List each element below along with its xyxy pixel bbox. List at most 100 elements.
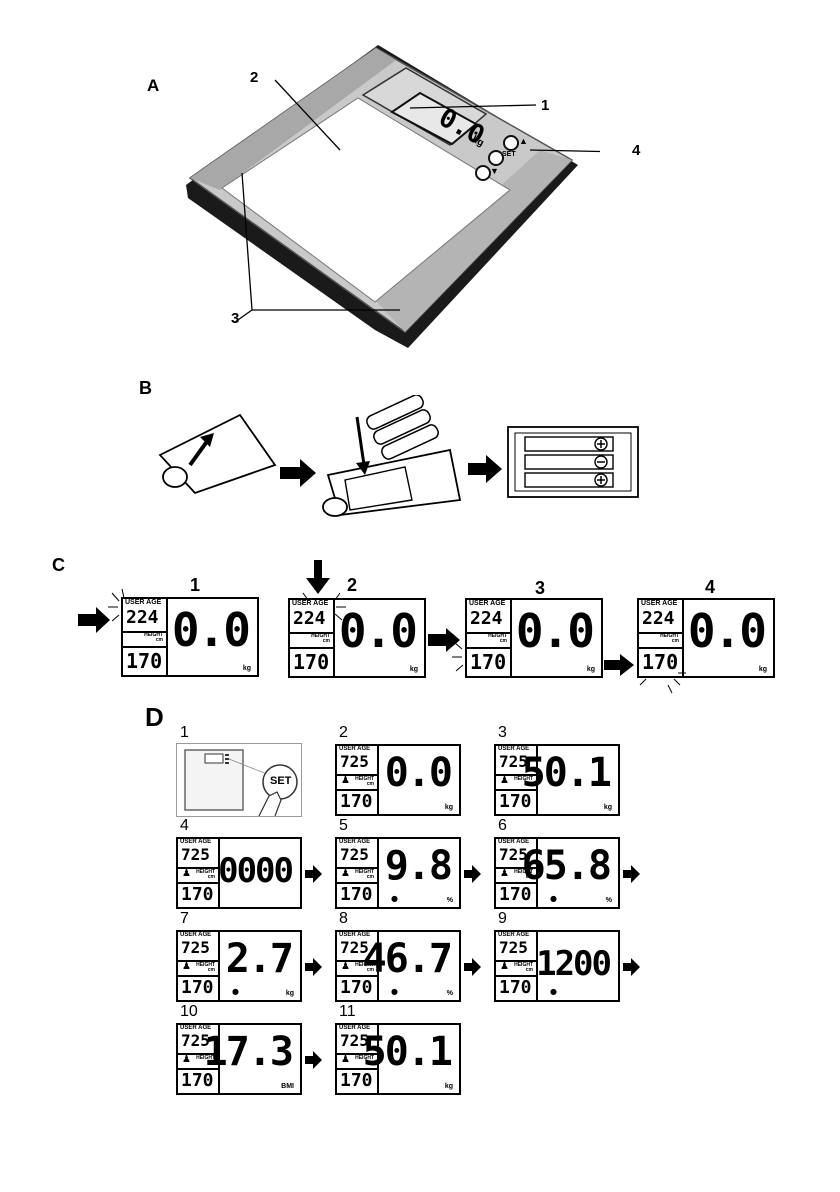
next-arrow-icon [464,865,481,883]
lcd-label-cm: cm [366,967,374,973]
lcd-label-height: HEIGHT [196,1055,215,1061]
lcd-header: USER AGE [180,1025,211,1031]
lcd-user-value: 7 [181,1031,191,1050]
lcd-label-user: USER [180,932,197,938]
lcd-main-value: 17.3 [203,1029,294,1075]
lcd-label-age: AGE [662,600,678,607]
lcd-label-cm: cm [155,637,163,643]
lcd-main-value: 1200 [536,944,612,984]
lcd-divider [178,960,218,962]
lcd-height-value: 170 [340,791,373,812]
lcd-label-height: HEIGHT [355,776,374,782]
lcd-unit: kg [586,666,595,673]
lcd-height-value: 170 [293,650,330,674]
lcd-label-height: HEIGHT [514,962,533,968]
lcd-divider [178,867,218,869]
lcd-divider [496,867,536,869]
lcd-user-value: 7 [499,845,509,864]
lcd-divider [178,1068,218,1070]
lcd-label-height: HEIGHT [196,869,215,875]
lcd-user-value: 2 [642,608,653,629]
lcd-age-value: 25 [190,1031,210,1050]
d-step-10-num: 10 [180,1003,198,1020]
next-arrow-icon [623,865,640,883]
lcd-user-age: 725 [499,845,528,864]
c-step-1-num: 1 [190,575,201,595]
scale-button-up: ▲ [519,136,528,146]
bathroom-scale-illustration [186,45,600,348]
lcd-label-height: HEIGHT [144,632,163,638]
lcd-label-age: AGE [490,600,506,607]
lcd-main-value: 9.8 [384,843,453,889]
lcd-unit: % [446,897,453,904]
lcd-label-user: USER [339,746,356,752]
lcd-label-age: AGE [146,599,162,606]
next-arrow-icon [623,958,640,976]
lcd-age-value: 25 [349,752,369,771]
lcd-user-age: 725 [181,1031,210,1050]
lcd-divider [337,975,377,977]
lcd-age-value: 25 [190,845,210,864]
lcd-label-age: AGE [198,839,212,845]
person-icon: ♟ [500,868,509,879]
lcd-label-height: HEIGHT [488,633,507,639]
lcd-unit: % [446,990,453,997]
c-step-3-num: 3 [535,578,546,598]
lcd-header: USER AGE [339,932,370,938]
c-step-4-num: 4 [705,577,716,597]
lcd-height-value: 170 [642,650,679,674]
person-icon: ♟ [182,961,191,972]
lcd-unit: % [605,897,612,904]
callout-1: 1 [541,97,550,114]
lcd-label-height: HEIGHT [355,1055,374,1061]
lcd-header: USER AGE [498,746,529,752]
lcd-user-age: 725 [181,938,210,957]
scale-button-down: ▼ [490,166,499,176]
lcd-label-user: USER [469,600,489,607]
lcd-label-cm: cm [525,967,533,973]
lcd-label-age: AGE [516,839,530,845]
person-icon: ♟ [182,868,191,879]
lcd-main-value: 0.0 [515,604,595,658]
lcd-user-value: 7 [340,1031,350,1050]
section-b-label: B [139,378,152,398]
lcd-header: USER AGE [498,932,529,938]
lcd-divider [178,882,218,884]
lcd-label-height: HEIGHT [196,962,215,968]
lcd-user-value: 7 [340,845,350,864]
lcd-divider [337,867,377,869]
lcd-height-value: 170 [181,1070,214,1091]
lcd-label-height: HEIGHT [311,633,330,639]
lcd-user-value: 7 [340,752,350,771]
d-step-3-num: 3 [498,724,507,741]
lcd-label-user: USER [339,1025,356,1031]
lcd-age-value: 24 [136,607,159,628]
callout-4: 4 [632,142,641,159]
lcd-main-value: 50.1 [362,1029,453,1075]
person-icon: ♟ [500,961,509,972]
lcd-indicator-icon: ● [391,987,398,996]
lcd-divider [337,1053,377,1055]
lcd-label-height: HEIGHT [514,776,533,782]
lcd-main-value: 0.0 [338,604,418,658]
next-arrow-icon [305,1051,322,1069]
lcd-age-value: 25 [190,938,210,957]
lcd-main-value: 50.1 [521,750,612,796]
lcd-user-value: 2 [126,607,137,628]
lcd-age-value: 25 [508,845,528,864]
section-c-blink-marks [108,588,686,694]
section-d-label: D [145,702,164,732]
lcd-age-value: 25 [349,845,369,864]
lcd-height-value: 170 [340,1070,373,1091]
